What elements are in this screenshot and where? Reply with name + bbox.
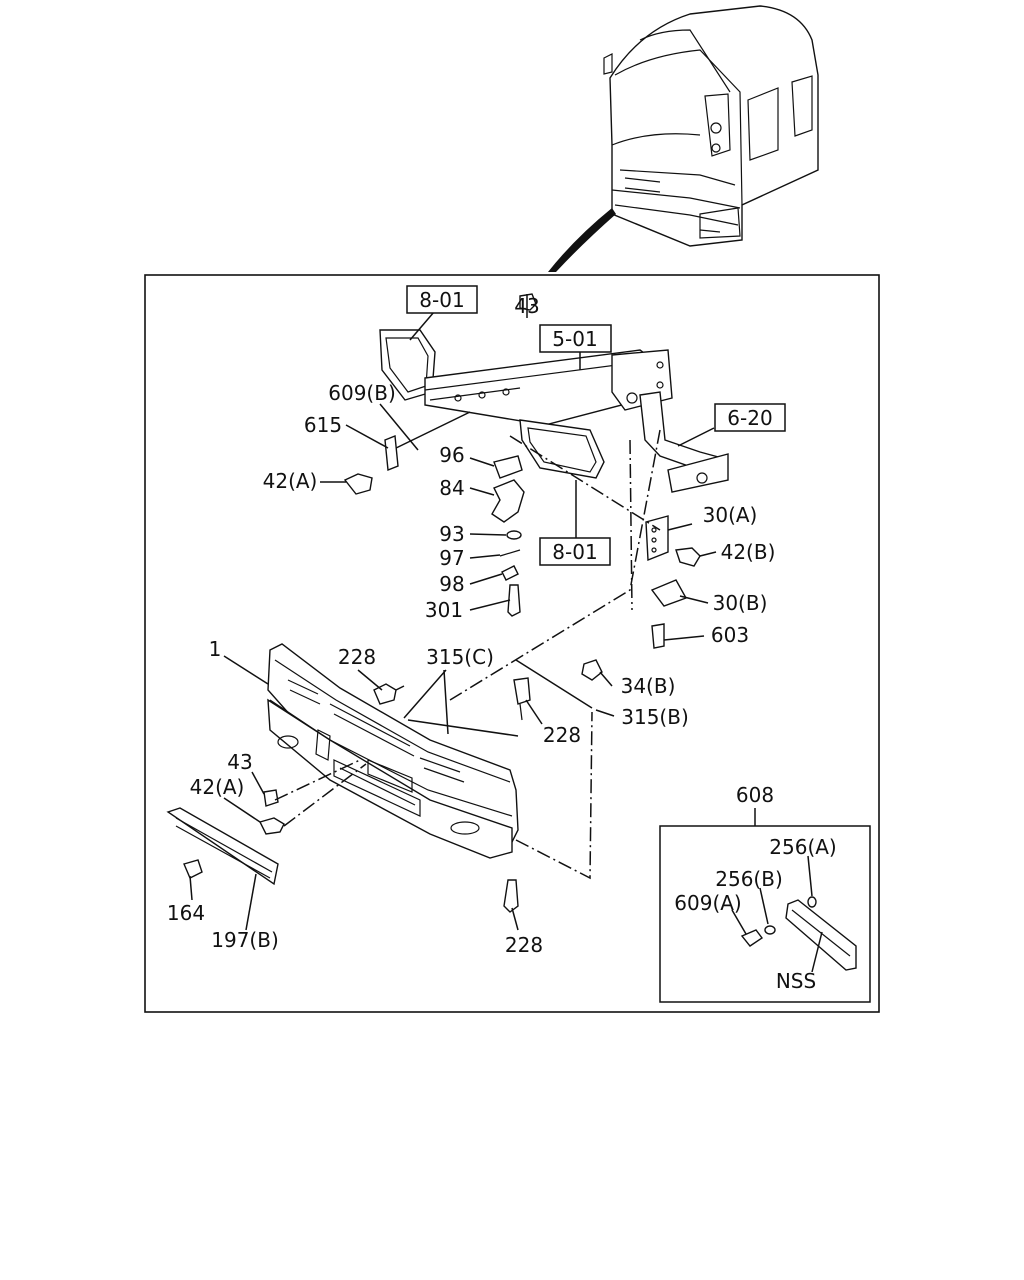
callout-603: 603 (711, 623, 749, 647)
callout-30b: 30(B) (713, 591, 768, 615)
bumper-hardware (183, 659, 603, 913)
callout-34b: 34(B) (621, 674, 676, 698)
bumper-assembly (166, 643, 519, 886)
callout-609b: 609(B) (328, 381, 396, 405)
bumper-leader-lines (189, 655, 615, 931)
ref-box-8-01-top (406, 285, 478, 314)
callout-96: 96 (439, 443, 464, 467)
callout-228-c: 228 (505, 933, 543, 957)
detail-pointer-arrow (548, 208, 616, 272)
callout-164: 164 (167, 901, 205, 925)
inset-number: 608 (736, 783, 774, 807)
callout-228-b: 228 (543, 723, 581, 747)
callout-42b: 42(B) (721, 540, 776, 564)
callout-1: 1 (209, 637, 222, 661)
callout-98: 98 (439, 572, 464, 596)
truck-cab-illustration (603, 5, 819, 247)
callout-301: 301 (425, 598, 463, 622)
callout-93: 93 (439, 522, 464, 546)
callout-97: 97 (439, 546, 464, 570)
ref-box-6-20 (714, 403, 786, 432)
inset-frame (659, 825, 871, 1003)
ref-box-5-01 (539, 324, 612, 353)
ref-5-01: 5-01 (552, 327, 597, 351)
callout-84: 84 (439, 476, 464, 500)
callout-42a-top: 42(A) (263, 469, 318, 493)
inset-callout-609a: 609(A) (674, 891, 741, 915)
ref-8-01-top: 8-01 (419, 288, 464, 312)
chassis-parts (343, 293, 729, 649)
callout-43-top: 43 (514, 294, 539, 318)
inset-callout-256a: 256(A) (769, 835, 836, 859)
inset-callout-256b: 256(B) (715, 867, 783, 891)
ref-6-20: 6-20 (727, 406, 772, 430)
callout-197b: 197(B) (211, 928, 279, 952)
ref-box-8-01-mid (539, 537, 611, 566)
reference-boxes (406, 285, 786, 566)
callout-30a: 30(A) (703, 503, 758, 527)
inset-608 (659, 808, 871, 1003)
upper-leader-lines (320, 294, 717, 701)
callout-315c: 315(C) (426, 645, 494, 669)
callout-228-a: 228 (338, 645, 376, 669)
inset-nss-label: NSS (776, 969, 816, 993)
callout-43-low: 43 (227, 750, 252, 774)
callout-315b: 315(B) (621, 705, 689, 729)
callout-42a-low: 42(A) (190, 775, 245, 799)
main-diagram-frame (144, 274, 880, 1013)
ref-8-01-mid: 8-01 (552, 540, 597, 564)
callout-615: 615 (304, 413, 342, 437)
